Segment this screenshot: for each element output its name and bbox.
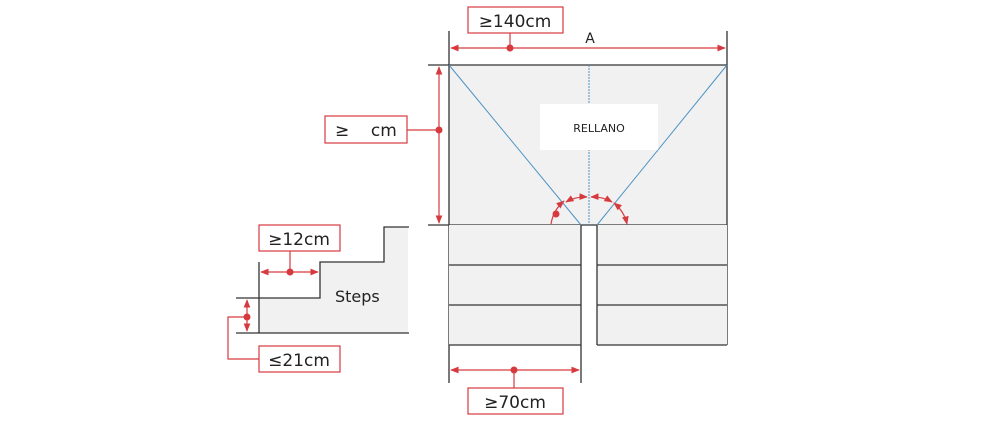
landing-depth-dimension: ≥ cm [324,66,443,224]
tread-label: ≥12cm [268,230,330,250]
left-diagonal [448,64,582,226]
flight-width-dimension: ≥70cm [450,366,580,415]
angle-arcs [550,193,629,225]
width-variable: A [585,31,595,47]
landing-label: RELLANO [573,122,625,135]
riser-label: ≤21cm [268,351,330,371]
flight-width-label: ≥70cm [484,393,546,413]
landing-width-label: ≥140cm [479,12,552,32]
landing: RELLANO [428,31,728,383]
tread-dimension: ≥12cm [258,224,341,276]
steps-label: Steps [335,287,380,306]
step-profile: Steps [236,226,409,334]
riser-dimension: ≤21cm [227,299,341,373]
landing-depth-label: ≥ cm [335,121,397,141]
stair-flights [449,225,727,383]
landing-width-dimension: ≥140cm A [450,6,726,52]
right-diagonal [596,64,728,226]
